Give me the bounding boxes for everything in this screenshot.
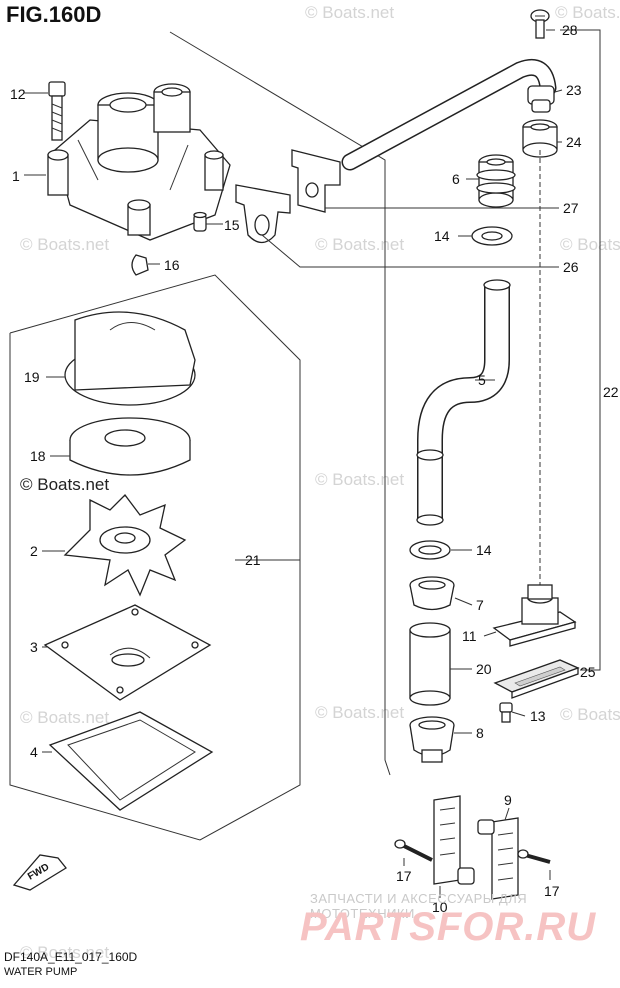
part-17-screw-right: [517, 849, 551, 864]
water-tube-fill: [343, 60, 555, 169]
watermark-copyright: © Boats.net: [560, 235, 620, 254]
watermark-logo: PARTSFOR.RU: [300, 905, 597, 949]
part-9-bracket: [477, 817, 519, 900]
footer-code: DF140A_E11_017_160D: [4, 950, 138, 964]
group-outline-right: [169, 31, 391, 776]
watermark-copyright: © Boats.net: [20, 943, 109, 962]
part-13-bolt: [499, 702, 513, 723]
callout-12: 12: [10, 86, 26, 102]
footer-name: WATER PUMP: [4, 966, 78, 978]
watermark-bottom-line: ЗАПЧАСТИ И АКСЕССУАРЫ ДЛЯ МОТОТЕХНИКИ: [310, 891, 528, 921]
callout-26: 26: [563, 259, 579, 275]
callout-25: 25: [580, 664, 596, 680]
figure-title: FIG.160D: [6, 2, 102, 27]
callout-24: 24: [566, 134, 582, 150]
callout-7: 7: [476, 597, 484, 613]
callout-17-right: 17: [544, 883, 560, 899]
watermark-copyright: © Boats.net: [20, 475, 109, 494]
watermark-copyright: © Boats.net: [315, 703, 404, 722]
part-24-grommet: [522, 119, 558, 158]
part-5-hose: [416, 279, 511, 526]
part-17-screw-left: [394, 839, 433, 862]
callout-16: 16: [164, 257, 180, 273]
part-1-pump-case: [47, 83, 231, 241]
callout-19: 19: [24, 369, 40, 385]
callout-27: 27: [563, 200, 579, 216]
callout-2: 2: [30, 543, 38, 559]
part-6-grommet: [476, 154, 516, 208]
callout-13: 13: [530, 708, 546, 724]
part-28-screw: [530, 9, 550, 39]
part-3-plate: [43, 604, 212, 701]
watermark-copyright: © Boats.net: [315, 470, 404, 489]
watermark-copyright: © Boats.net: [315, 235, 404, 254]
callout-4: 4: [30, 744, 38, 760]
part-20-tube: [409, 622, 451, 706]
part-14-seal-upper: [471, 226, 513, 246]
callout-6: 6: [452, 171, 460, 187]
watermark-copyright: © Boats.net: [20, 708, 109, 727]
callout-15: 15: [224, 217, 240, 233]
part-23-grommet: [527, 85, 555, 113]
part-11-holder: [492, 584, 577, 647]
watermark-copyright: © Boats.net: [555, 3, 620, 22]
part-19-ring: [64, 311, 196, 406]
watermark-copyright: © Boats.net: [560, 705, 620, 724]
part-12-bolt: [48, 81, 66, 141]
bracket-22: [560, 29, 601, 671]
part-27-bracket: [291, 149, 341, 213]
callout-28: 28: [562, 22, 578, 38]
part-14-seal-lower: [409, 540, 451, 560]
group-outline-kit: [9, 274, 301, 841]
callout-23: 23: [566, 82, 582, 98]
callout-14-upper: 14: [434, 228, 450, 244]
part-25-screen: [493, 659, 580, 699]
callout-9: 9: [504, 792, 512, 808]
part-4-gasket: [48, 711, 214, 811]
callout-1: 1: [12, 168, 20, 184]
callout-3: 3: [30, 639, 38, 655]
part-18-liner: [69, 417, 191, 476]
fwd-arrow-icon: FWD: [12, 854, 67, 891]
part-10-bracket: [433, 795, 475, 885]
callout-5: 5: [478, 372, 486, 388]
part-16-key: [131, 254, 149, 276]
callout-20: 20: [476, 661, 492, 677]
callout-17-left: 17: [396, 868, 412, 884]
part-2-impeller: [63, 494, 187, 597]
watermark-copyright: © Boats.net: [20, 235, 109, 254]
part-15-dowel: [193, 211, 207, 232]
callout-18: 18: [30, 448, 46, 464]
callout-8: 8: [476, 725, 484, 741]
callout-22: 22: [603, 384, 619, 400]
callout-21: 21: [245, 552, 261, 568]
part-26-clamp: [235, 184, 291, 244]
callout-10: 10: [432, 899, 448, 915]
part-8-bushing: [409, 716, 455, 763]
callout-14-lower: 14: [476, 542, 492, 558]
watermark-copyright: © Boats.net: [305, 3, 394, 22]
part-7-sleeve: [409, 576, 455, 611]
callout-11: 11: [462, 628, 477, 644]
